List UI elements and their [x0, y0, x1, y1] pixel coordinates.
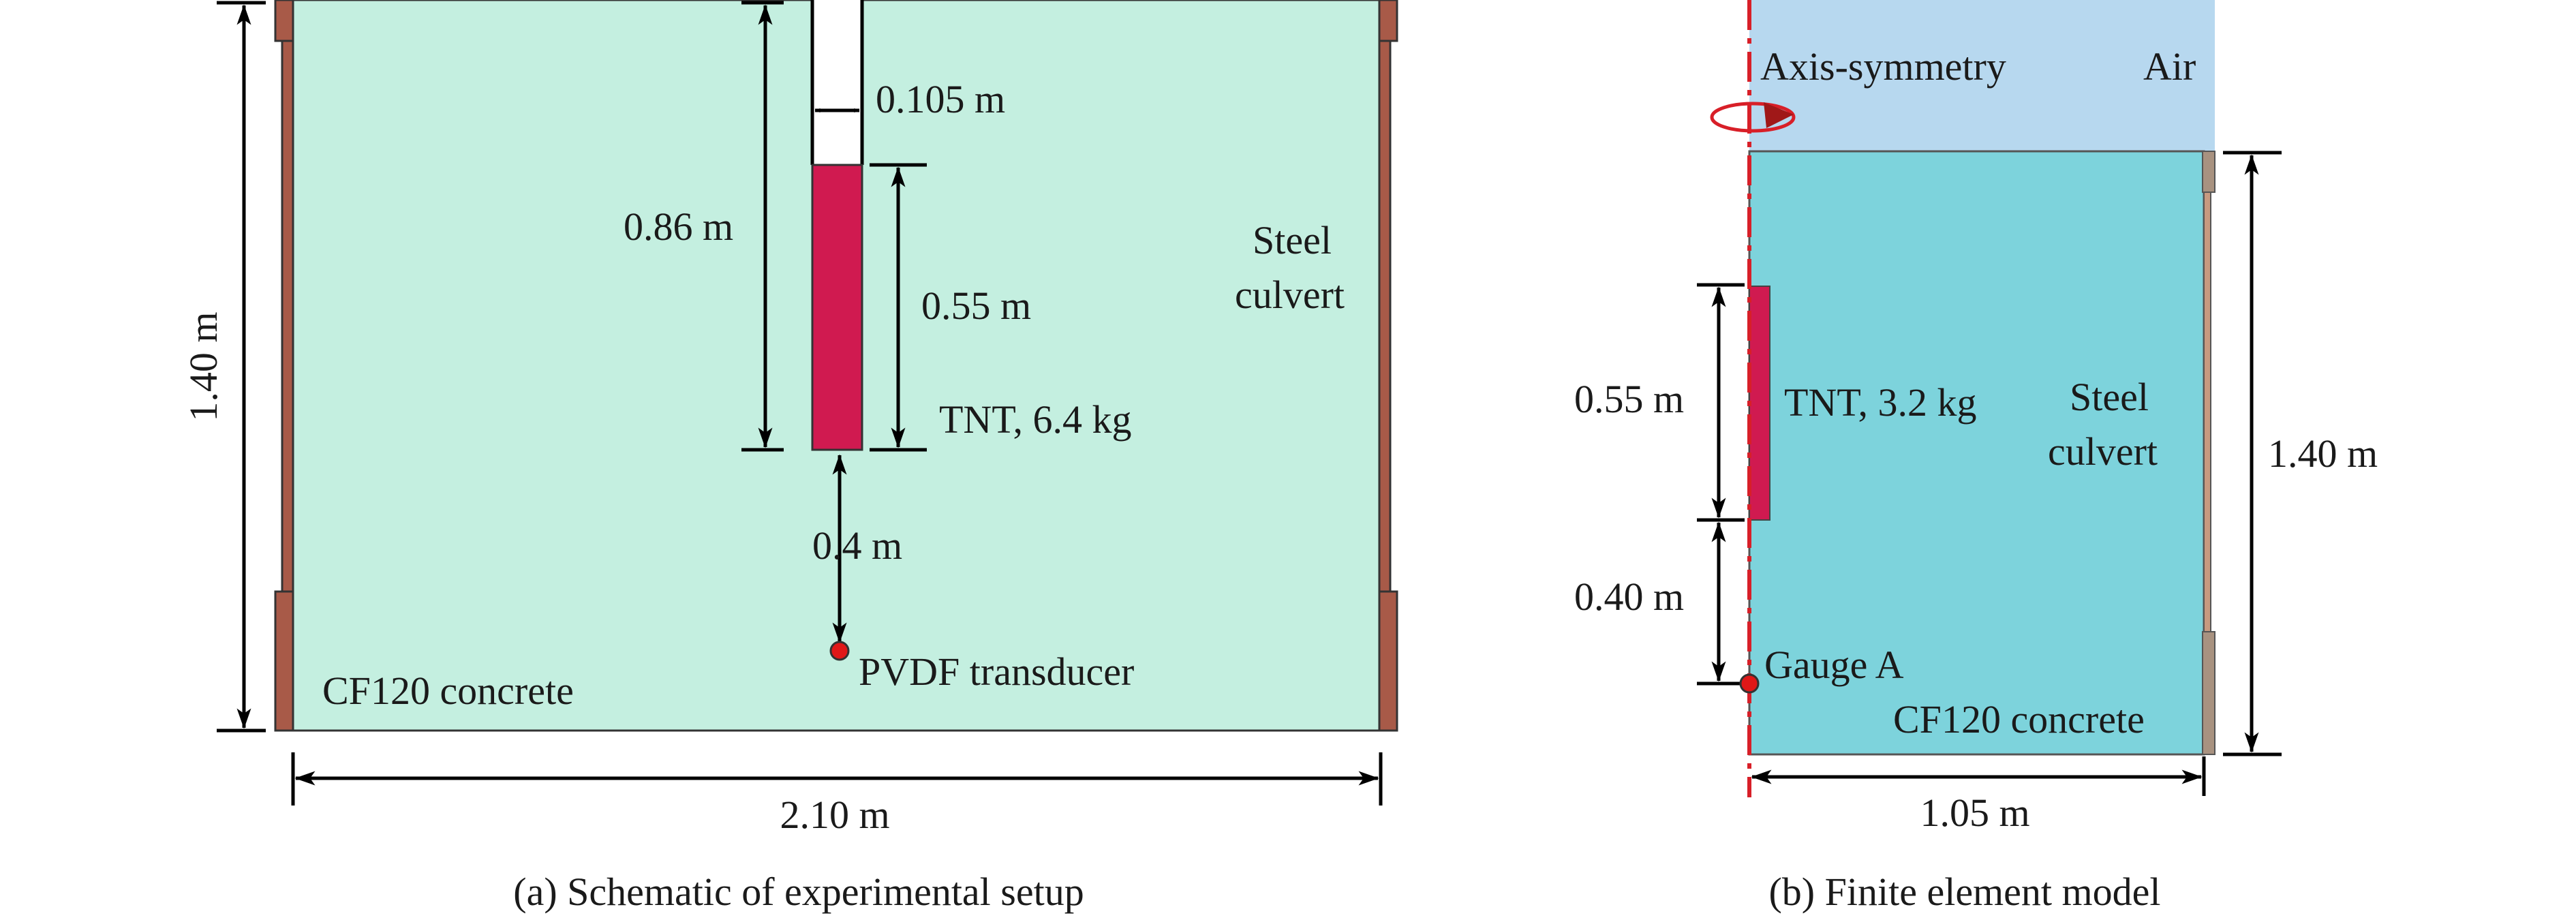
width-label-a: 2.10 m	[780, 793, 889, 837]
rotation-icon	[1710, 102, 1796, 133]
steel-label-b-line1: Steel	[2070, 375, 2149, 419]
standoff-label-b: 0.40 m	[1574, 574, 1684, 619]
charge-label-b: TNT, 3.2 kg	[1784, 380, 1976, 425]
steel-label-a-line2: culvert	[1235, 273, 1345, 317]
caption-a: (a) Schematic of experimental setup	[513, 870, 1084, 914]
steel-culvert-right	[1378, 0, 1398, 732]
height-dimension-a	[217, 1, 266, 733]
panel-a: 1.40 m 2.10 m 0.86 m 0.105 m 0.55 m TNT,…	[181, 0, 1398, 914]
hole-depth-label: 0.86 m	[624, 204, 733, 249]
height-dimension-b	[2223, 151, 2282, 756]
caption-b: (b) Finite element model	[1768, 870, 2160, 914]
hole-depth-dimension	[741, 1, 784, 452]
standoff-label-a: 0.4 m	[812, 523, 902, 568]
hole-width-label: 0.105 m	[876, 77, 1005, 121]
axis-label: Axis-symmetry	[1760, 44, 2006, 89]
steel-culvert-left	[274, 0, 294, 732]
tnt-charge	[811, 164, 863, 451]
width-dimension-a	[291, 752, 1383, 806]
charge-length-label-b: 0.55 m	[1574, 377, 1684, 421]
charge-length-dimension-b	[1697, 283, 1745, 522]
panel-b: Axis-symmetry Air 0.55 m 0.40 m Gauge A …	[1574, 0, 2378, 914]
charge-length-label-a: 0.55 m	[921, 283, 1031, 328]
borehole	[812, 0, 862, 165]
steel-label-a-line1: Steel	[1253, 218, 1332, 262]
gauge-a-marker	[1739, 673, 1760, 694]
tnt-charge-b	[1749, 286, 1770, 521]
standoff-dimension-b	[1697, 521, 1745, 686]
steel-culvert-b	[2202, 151, 2215, 755]
width-label-b: 1.05 m	[1920, 791, 2029, 835]
height-label-a: 1.40 m	[181, 311, 226, 421]
concrete-label-a: CF120 concrete	[322, 669, 574, 713]
concrete-label-b: CF120 concrete	[1893, 697, 2145, 741]
charge-label-a: TNT, 6.4 kg	[939, 397, 1131, 442]
air-label: Air	[2143, 44, 2196, 89]
transducer-label: PVDF transducer	[859, 649, 1134, 694]
concrete-region-b	[1748, 150, 2205, 756]
pvdf-transducer-marker	[829, 641, 850, 661]
steel-label-b-line2: culvert	[2048, 429, 2158, 474]
gauge-label: Gauge A	[1764, 643, 1904, 687]
width-dimension-b	[1751, 756, 2206, 796]
air-region	[1749, 0, 2215, 151]
height-label-b: 1.40 m	[2268, 431, 2378, 476]
charge-length-dimension-a	[870, 163, 927, 452]
